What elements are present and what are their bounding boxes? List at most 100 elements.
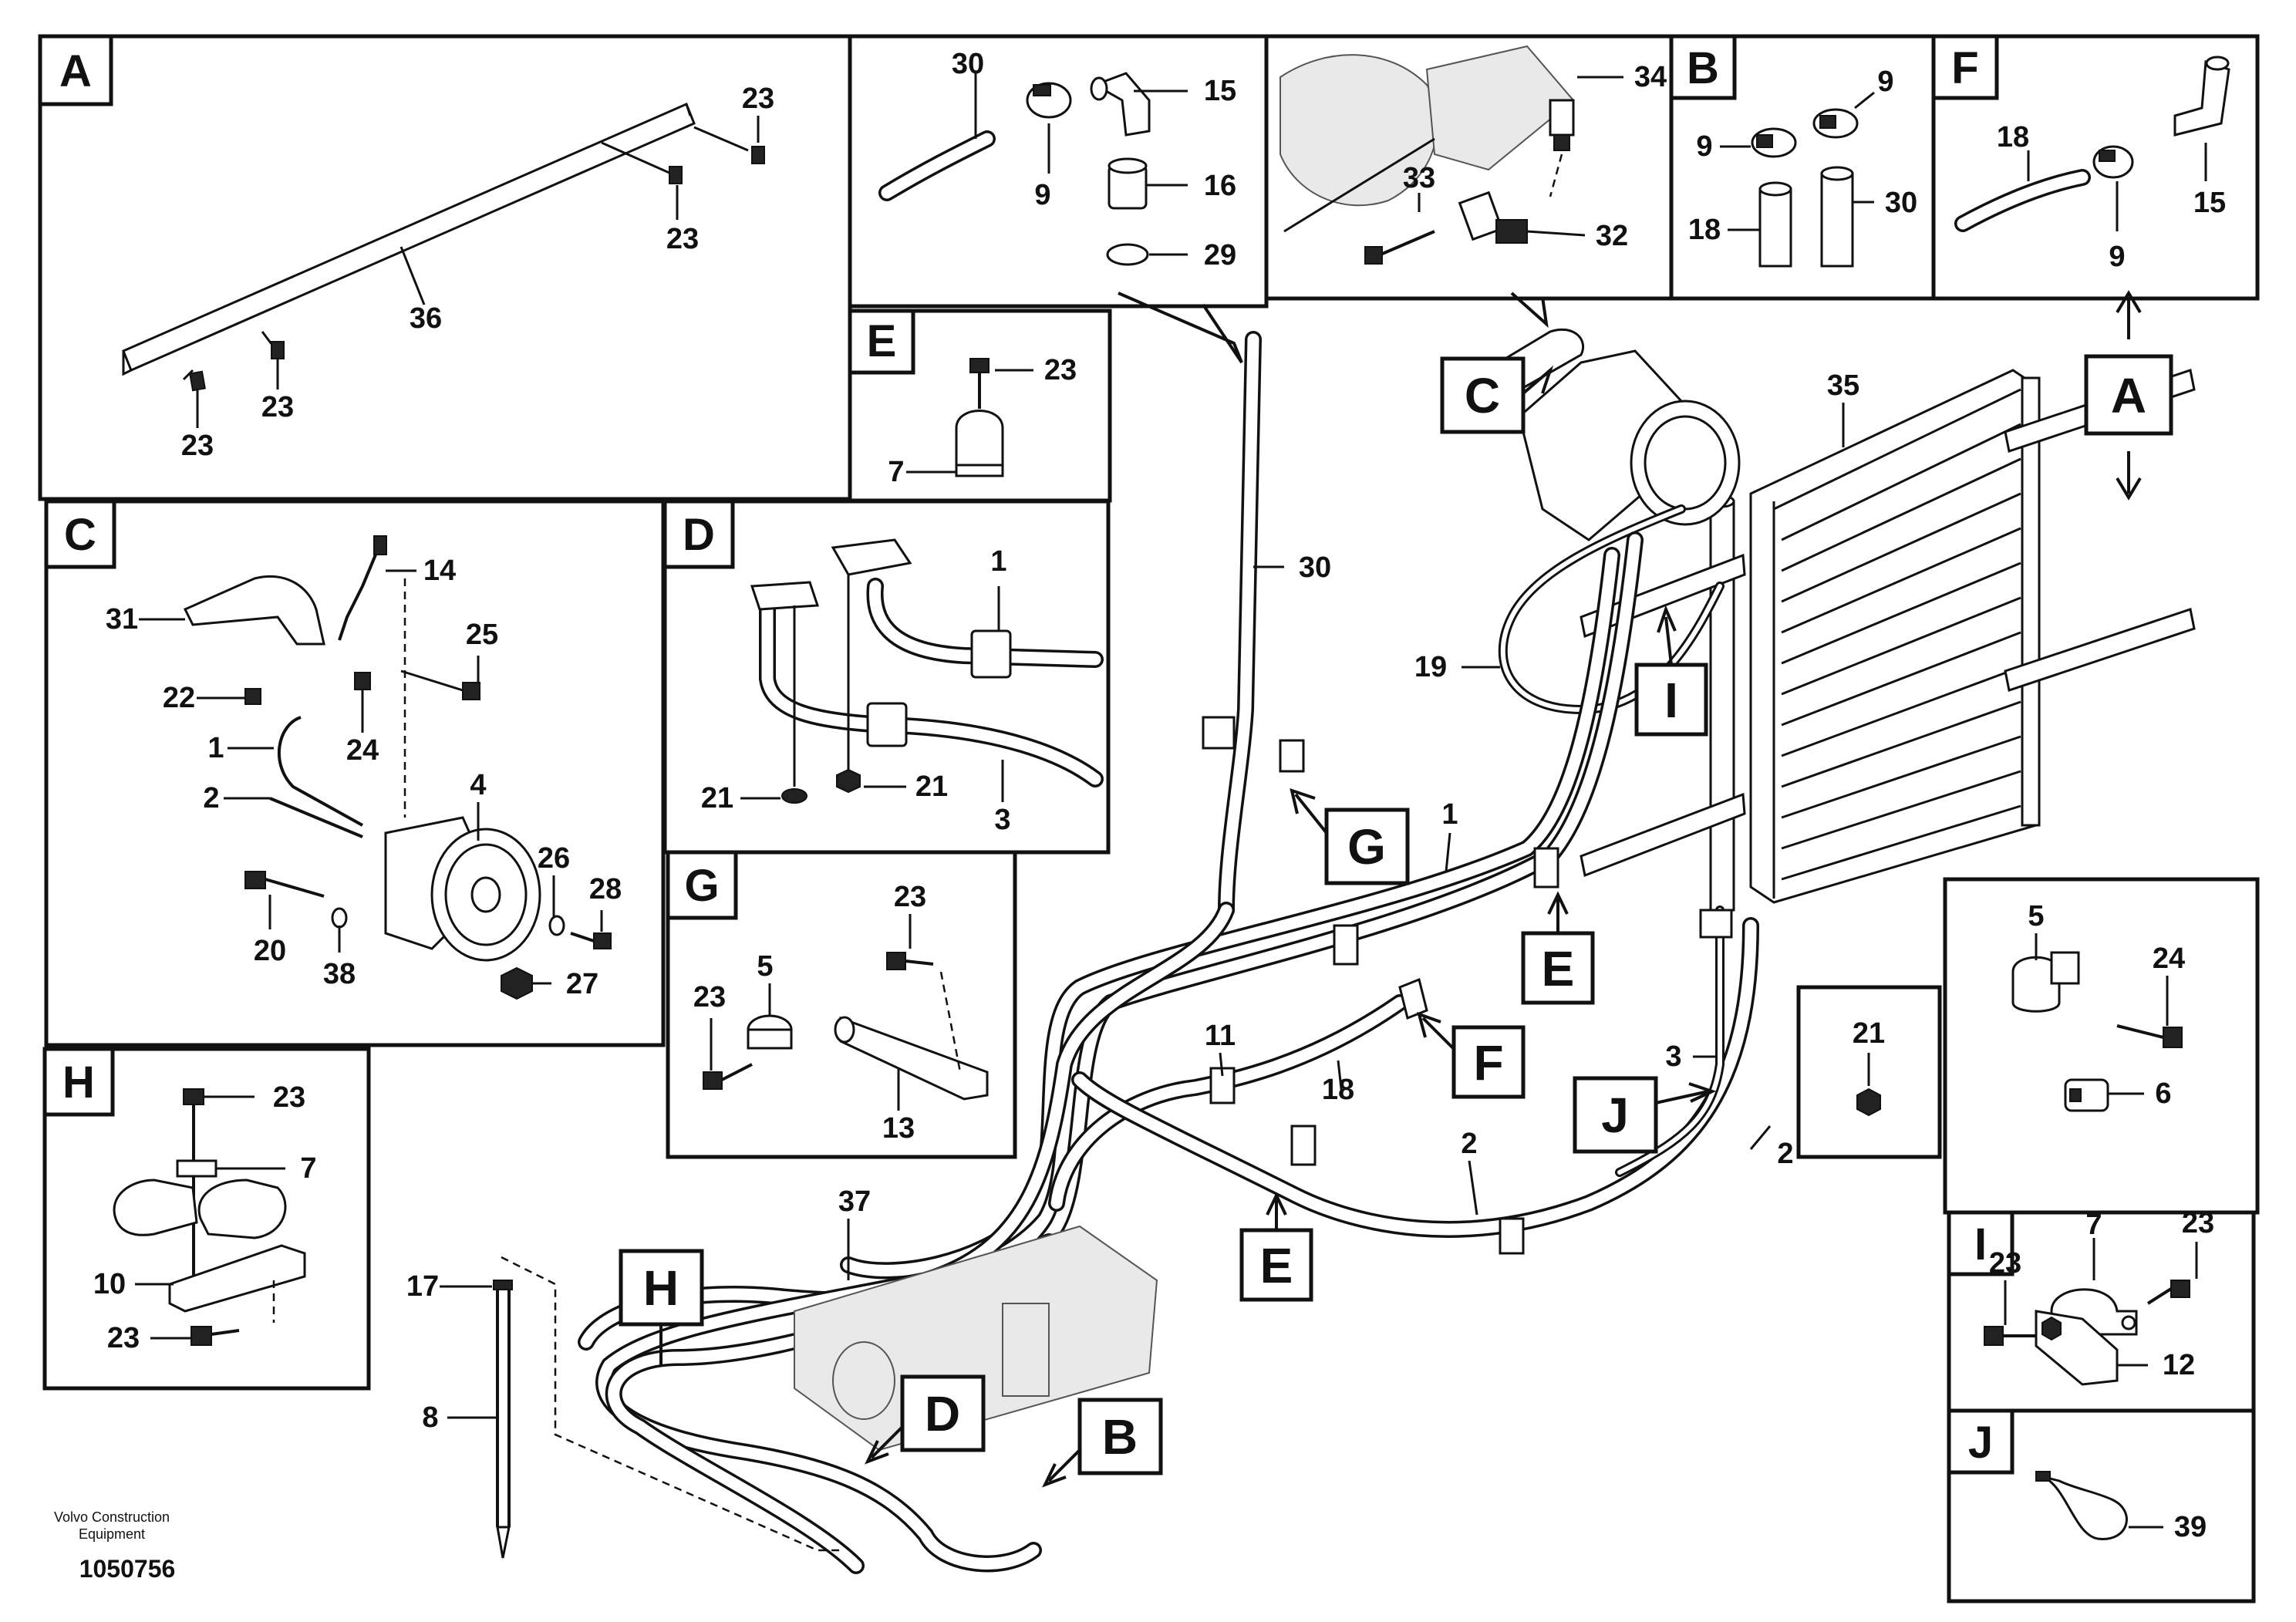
callout-a: A	[2084, 290, 2173, 501]
label-8: 8	[422, 1401, 438, 1434]
bolt-icon	[1364, 230, 1435, 265]
bolt-icon	[2116, 1024, 2183, 1048]
label-30: 30	[1299, 551, 1331, 584]
panel-sensor-detail: 34 33 32	[1264, 34, 1674, 301]
callout-d: D	[865, 1374, 986, 1465]
label-26: 26	[538, 842, 570, 875]
label-38: 38	[323, 958, 356, 990]
panel-a: A 23 23 36 23 23	[38, 34, 852, 501]
label-4: 4	[470, 769, 486, 801]
label-1: 1	[1441, 798, 1458, 831]
hose-clamp-icon	[1812, 108, 1859, 139]
panel-g: G 23 5 23 13	[666, 850, 1017, 1159]
o-ring-icon	[1106, 243, 1149, 266]
label-39: 39	[2174, 1511, 2207, 1543]
label-23: 23	[2182, 1207, 2214, 1239]
label-18: 18	[1688, 214, 1721, 246]
rod-icon	[493, 1280, 513, 1559]
label-24: 24	[2153, 943, 2185, 975]
washer-icon	[548, 915, 565, 936]
label-19: 19	[1414, 651, 1447, 683]
bolt-icon	[354, 672, 371, 690]
svg-text:D: D	[925, 1386, 960, 1442]
svg-text:I: I	[1664, 673, 1678, 728]
panel-d: D 1 21 21 3	[663, 499, 1111, 855]
inset-nut-bottom: 21	[1796, 985, 1942, 1159]
condenser-icon	[1749, 369, 2041, 904]
callout-c: C	[1440, 356, 1554, 434]
double-p-clamp-icon	[113, 1159, 287, 1239]
hose-clamp-icon	[1202, 716, 1305, 773]
pipe-flange-icon	[750, 581, 820, 611]
callout-j: J	[1573, 1076, 1717, 1154]
label-5: 5	[757, 950, 773, 983]
company-name: Volvo Construction	[54, 1509, 170, 1525]
hose-clamp-icon	[1499, 1217, 1525, 1255]
label-27: 27	[566, 968, 598, 1000]
adapter-fitting-icon	[1108, 157, 1148, 210]
label-9: 9	[1034, 179, 1050, 211]
label-9: 9	[1696, 130, 1712, 163]
label-20: 20	[254, 935, 286, 967]
hose-sleeve-icon	[970, 629, 1012, 679]
label-22: 22	[163, 682, 195, 714]
label-7: 7	[888, 456, 904, 488]
bolt-icon	[1984, 1326, 2036, 1346]
label-23: 23	[693, 981, 726, 1013]
bolt-icon	[570, 932, 612, 949]
label-35: 35	[1827, 369, 1859, 402]
panel-f: F 18 15 9	[1931, 34, 2260, 301]
label-37: 37	[838, 1185, 871, 1218]
label-2: 2	[1461, 1128, 1477, 1160]
panel-switch-detail: 5 24 6	[1943, 877, 2260, 1215]
panel-c-letter: C	[64, 510, 96, 560]
panel-b-letter: B	[1687, 43, 1719, 93]
bolt-icon	[190, 1326, 240, 1346]
label-18: 18	[1997, 121, 2029, 153]
label-15: 15	[1204, 75, 1236, 107]
label-36: 36	[410, 302, 442, 335]
bolt-icon	[244, 688, 261, 705]
footer: Volvo Construction Equipment 1050756	[54, 1509, 175, 1583]
label-9: 9	[2109, 241, 2125, 273]
label-5: 5	[2028, 900, 2044, 932]
label-23: 23	[181, 430, 214, 462]
label-32: 32	[1596, 220, 1628, 252]
bolt-icon	[244, 871, 325, 898]
svg-text:A: A	[2111, 368, 2146, 423]
label-3: 3	[1665, 1040, 1681, 1073]
label-1: 1	[207, 732, 224, 764]
label-33: 33	[1403, 162, 1435, 194]
p-clamp-icon	[2011, 951, 2080, 1013]
svg-text:E: E	[1260, 1238, 1293, 1293]
p-clamp-icon	[955, 410, 1004, 477]
elbow-fitting-icon	[1398, 977, 1428, 1020]
elbow-fitting-icon	[1090, 72, 1151, 137]
panel-e-letter: E	[867, 316, 897, 366]
callout-i: I	[1634, 605, 1708, 737]
label-12: 12	[2163, 1349, 2195, 1381]
label-30: 30	[1885, 187, 1917, 219]
panel-i: I 7 23 23 12	[1947, 1207, 2256, 1413]
bolt-icon	[886, 952, 934, 970]
label-17: 17	[406, 1270, 439, 1303]
sensor-icon	[1549, 99, 1575, 151]
washer-icon	[331, 907, 348, 929]
label-21: 21	[701, 782, 733, 814]
label-18: 18	[1322, 1074, 1354, 1106]
label-24: 24	[346, 734, 379, 767]
hose-clamp-icon	[1533, 847, 1559, 889]
label-21: 21	[1853, 1017, 1885, 1050]
bolt-icon	[969, 358, 990, 409]
label-23: 23	[894, 881, 926, 913]
label-13: 13	[882, 1112, 915, 1145]
label-14: 14	[423, 555, 456, 587]
panel-a-letter: A	[59, 46, 92, 96]
bolt-icon	[261, 331, 285, 359]
label-7: 7	[2085, 1209, 2102, 1241]
label-2: 2	[1777, 1138, 1793, 1170]
panel-j: J 39	[1947, 1408, 2256, 1603]
drawing-number: 1050756	[79, 1555, 176, 1583]
svg-text:F: F	[1473, 1035, 1503, 1091]
panel-d-letter: D	[683, 510, 715, 560]
